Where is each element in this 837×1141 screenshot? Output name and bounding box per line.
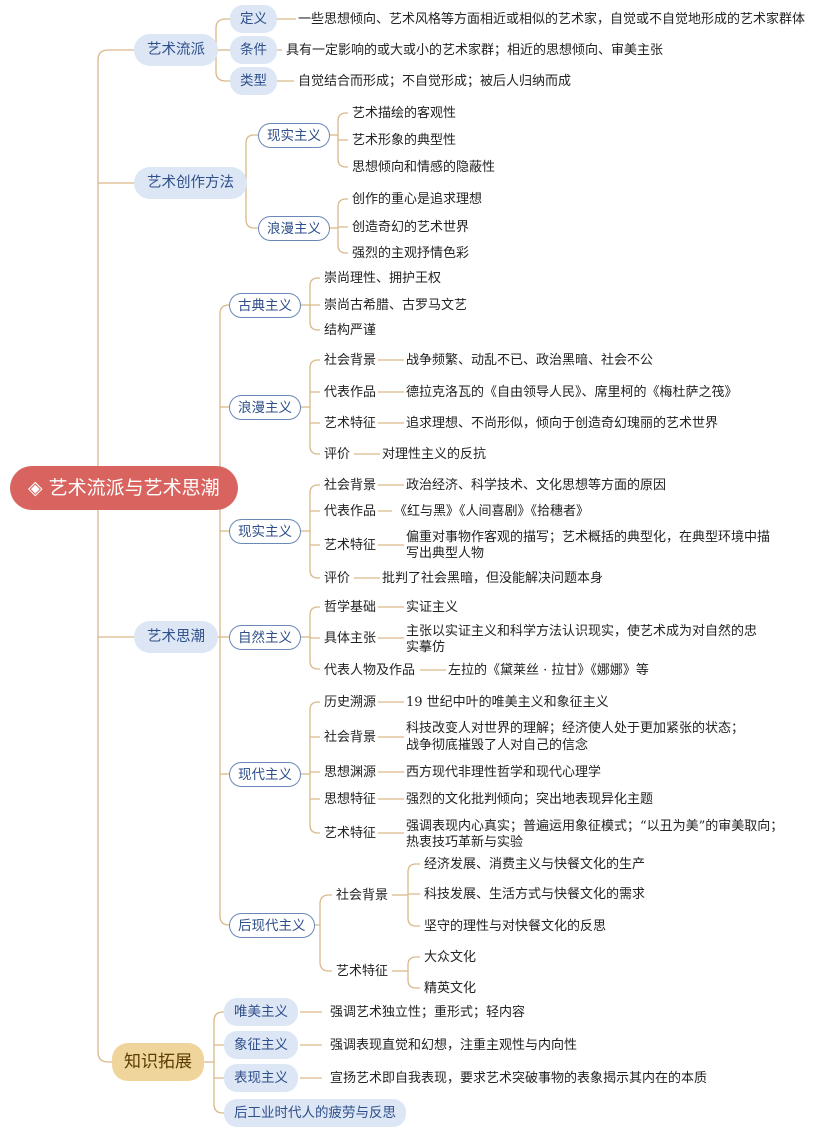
node-symbolism[interactable]: 象征主义	[224, 1031, 298, 1059]
realism-eval-text: 批判了社会黑暗，但没能解决问题本身	[382, 571, 604, 586]
naturalism-claim-text-1: 主张以实证主义和科学方法认识现实，使艺术成为对自然的忠	[406, 624, 758, 639]
romanticism-bg-label: 社会背景	[324, 353, 377, 368]
node-classicism[interactable]: 古典主义	[229, 293, 301, 318]
naturalism-claim-label: 具体主张	[324, 631, 377, 646]
modernism-thought-text: 强烈的文化批判倾向；突出地表现异化主题	[406, 792, 654, 807]
realism-eval-label: 评价	[324, 571, 351, 586]
node-romanticism[interactable]: 浪漫主义	[229, 395, 301, 420]
postmodernism-bg-label: 社会背景	[336, 888, 389, 903]
naturalism-rep-label: 代表人物及作品	[324, 663, 416, 678]
postmodernism-art-item-1: 大众文化	[424, 950, 477, 965]
category-art-school[interactable]: 艺术流派	[134, 34, 218, 66]
romanticism-works-text: 德拉克洛瓦的《自由领导人民》、席里柯的《梅杜萨之筏》	[406, 385, 738, 400]
naturalism-phil-text: 实证主义	[406, 600, 459, 615]
realism-feature-text-2: 写出典型人物	[406, 546, 485, 561]
realism-feature-text-1: 偏重对事物作客观的描写；艺术概括的典型化，在典型环境中描	[406, 530, 771, 545]
classicism-item-2: 崇尚古希腊、古罗马文艺	[324, 298, 468, 313]
method-romanticism-item-3: 强烈的主观抒情色彩	[352, 246, 470, 261]
modernism-src-text: 西方现代非理性哲学和现代心理学	[406, 765, 602, 780]
category-creation-method[interactable]: 艺术创作方法	[134, 167, 247, 199]
definition-text: 一些思想倾向、艺术风格等方面相近或相似的艺术家，自觉或不自觉地形成的艺术家群体	[298, 12, 806, 27]
romanticism-bg-text: 战争频繁、动乱不已、政治黑暗、社会不公	[406, 353, 654, 368]
type-text: 自觉结合而形成；不自觉形成；被后人归纳而成	[298, 74, 572, 89]
modernism-src-label: 思想渊源	[324, 765, 377, 780]
romanticism-feature-label: 艺术特征	[324, 416, 377, 431]
romanticism-feature-text: 追求理想、不尚形似，倾向于创造奇幻瑰丽的艺术世界	[406, 416, 719, 431]
modernism-bg-text-2: 战争彻底摧毁了人对自己的信念	[406, 738, 589, 753]
postmodernism-art-item-2: 精英文化	[424, 981, 477, 996]
node-modernism[interactable]: 现代主义	[229, 762, 301, 787]
modernism-bg-label: 社会背景	[324, 730, 377, 745]
postmodernism-bg-item-2: 科技发展、生活方式与快餐文化的需求	[424, 887, 646, 902]
node-expressionism[interactable]: 表现主义	[224, 1064, 298, 1092]
romanticism-eval-label: 评价	[324, 447, 351, 462]
node-method-romanticism[interactable]: 浪漫主义	[258, 216, 330, 241]
modernism-hist-text: 19 世纪中叶的唯美主义和象征主义	[406, 695, 609, 710]
realism-works-text: 《红与黑》《人间喜剧》《拾穗者》	[394, 504, 590, 519]
postmodernism-bg-item-3: 坚守的理性与对快餐文化的反思	[424, 919, 607, 934]
modernism-art-text-1: 强调表现内心真实；普遍运用象征模式；“以丑为美”的审美取向；	[406, 819, 784, 834]
modernism-bg-text-1: 科技改变人对世界的理解；经济使人处于更加紧张的状态；	[406, 721, 745, 736]
naturalism-claim-text-2: 实摹仿	[406, 640, 446, 655]
romanticism-eval-text: 对理性主义的反抗	[382, 447, 487, 462]
realism-feature-label: 艺术特征	[324, 538, 377, 553]
modernism-art-label: 艺术特征	[324, 826, 377, 841]
postmodernism-bg-item-1: 经济发展、消费主义与快餐文化的生产	[424, 857, 646, 872]
method-romanticism-item-2: 创造奇幻的艺术世界	[352, 220, 470, 235]
method-realism-item-3: 思想倾向和情感的隐蔽性	[352, 160, 496, 175]
realism-works-label: 代表作品	[324, 504, 377, 519]
condition-text: 具有一定影响的或大或小的艺术家群；相近的思想倾向、审美主张	[286, 43, 664, 58]
node-type[interactable]: 类型	[230, 67, 277, 95]
category-art-trend[interactable]: 艺术思潮	[134, 621, 218, 653]
node-method-realism[interactable]: 现实主义	[258, 123, 330, 148]
naturalism-phil-label: 哲学基础	[324, 600, 377, 615]
node-post-industrial[interactable]: 后工业时代人的疲劳与反思	[224, 1099, 406, 1127]
method-realism-item-2: 艺术形象的典型性	[352, 133, 457, 148]
node-realism[interactable]: 现实主义	[229, 519, 301, 544]
method-romanticism-item-1: 创作的重心是追求理想	[352, 192, 483, 207]
method-realism-item-1: 艺术描绘的客观性	[352, 106, 457, 121]
node-condition[interactable]: 条件	[230, 36, 277, 64]
postmodernism-art-label: 艺术特征	[336, 964, 389, 979]
modernism-art-text-2: 热衷技巧革新与实验	[406, 835, 524, 850]
symbolism-text: 强调表现直觉和幻想，注重主观性与内向性	[330, 1038, 578, 1053]
node-naturalism[interactable]: 自然主义	[229, 625, 301, 650]
node-aestheticism[interactable]: 唯美主义	[224, 998, 298, 1026]
aestheticism-text: 强调艺术独立性；重形式；轻内容	[330, 1005, 526, 1020]
category-knowledge-extension[interactable]: 知识拓展	[112, 1043, 204, 1081]
modernism-thought-label: 思想特征	[324, 792, 377, 807]
node-definition[interactable]: 定义	[230, 5, 277, 33]
node-postmodernism[interactable]: 后现代主义	[229, 913, 315, 938]
romanticism-works-label: 代表作品	[324, 385, 377, 400]
expressionism-text: 宣扬艺术即自我表现，要求艺术突破事物的表象揭示其内在的本质	[330, 1071, 708, 1086]
classicism-item-3: 结构严谨	[324, 323, 377, 338]
realism-bg-text: 政治经济、科学技术、文化思想等方面的原因	[406, 478, 667, 493]
root-node[interactable]: ◈ 艺术流派与艺术思潮	[10, 466, 238, 510]
realism-bg-label: 社会背景	[324, 478, 377, 493]
modernism-hist-label: 历史溯源	[324, 695, 377, 710]
naturalism-rep-text: 左拉的《黛莱丝 · 拉甘》《娜娜》等	[448, 663, 649, 678]
classicism-item-1: 崇尚理性、拥护王权	[324, 271, 442, 286]
